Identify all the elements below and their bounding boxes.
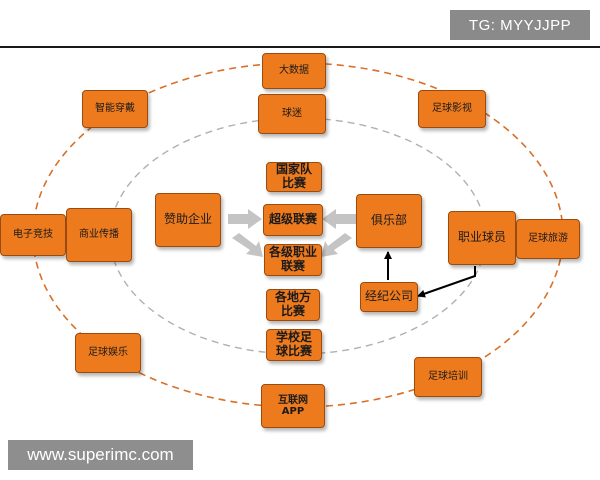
competition-super-league: 超级联赛 <box>263 204 323 236</box>
node-club: 俱乐部 <box>356 194 422 248</box>
node-football-film: 足球影视 <box>418 90 486 128</box>
watermark-bottom: www.superimc.com <box>8 440 193 470</box>
node-esports: 电子竞技 <box>0 214 66 256</box>
node-sponsor: 赞助企业 <box>155 193 221 247</box>
node-football-entertainment: 足球娱乐 <box>75 333 141 373</box>
node-internet-app: 互联网 APP <box>261 384 325 428</box>
competition-school: 学校足球比赛 <box>266 329 322 361</box>
competition-national-team: 国家队比赛 <box>266 162 322 192</box>
sponsor-to-super-league-arrow <box>228 209 262 229</box>
club-to-super-league-arrow <box>322 209 356 229</box>
header-divider <box>0 46 600 48</box>
node-football-training: 足球培训 <box>414 357 482 397</box>
node-football-travel: 足球旅游 <box>516 219 580 259</box>
competition-local: 各地方比赛 <box>266 289 320 321</box>
node-commercial-media: 商业传播 <box>66 208 132 262</box>
pro-player-to-agency-arrow <box>417 266 476 298</box>
club-arrows <box>321 209 356 257</box>
club-to-pro-league-arrow <box>321 233 352 257</box>
watermark-top: TG: MYYJJPP <box>450 10 590 40</box>
node-agency: 经纪公司 <box>360 282 418 312</box>
node-pro-player: 职业球员 <box>448 211 516 265</box>
node-football-star: 球迷 <box>258 94 326 134</box>
node-smart-wear: 智能穿戴 <box>82 90 148 128</box>
sponsor-arrows <box>228 209 263 257</box>
node-big-data: 大数据 <box>262 53 326 89</box>
competition-pro-leagues: 各级职业联赛 <box>264 244 322 276</box>
sponsor-to-pro-league-arrow <box>232 233 263 257</box>
